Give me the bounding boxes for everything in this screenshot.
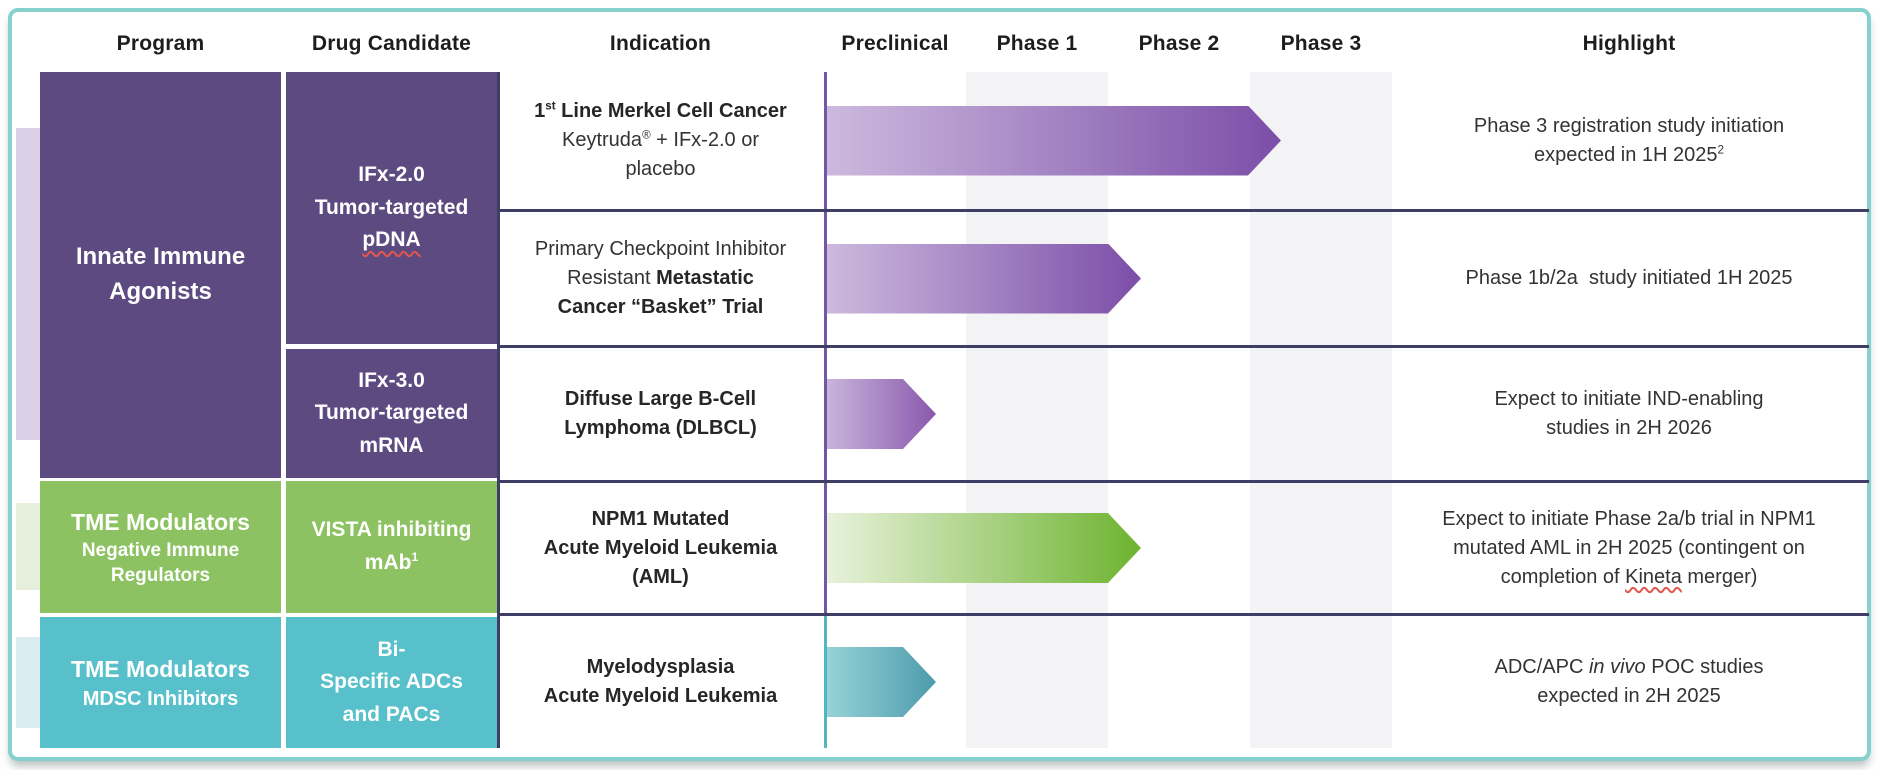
phase-arrow	[827, 647, 936, 717]
column-header-indication: Indication	[609, 32, 712, 55]
phase-arrow	[827, 106, 1281, 176]
highlight-line: ADC/APC in vivo POC studies	[1494, 656, 1764, 678]
highlight-line: expected in 2H 2025	[1537, 685, 1721, 707]
highlight-line: Expect to initiate Phase 2a/b trial in N…	[1442, 507, 1816, 530]
program-cell-tme-mdsc-inhibitors: TME Modulators MDSC Inhibitors	[40, 617, 281, 748]
drug-label: Tumor-targeted	[314, 195, 469, 219]
highlight-row1: Phase 3 registration study initiation ex…	[1392, 72, 1866, 209]
phase-track-row4	[824, 483, 1392, 613]
indication-merkel-cell: 1st Line Merkel Cell Cancer Keytruda® + …	[497, 72, 824, 209]
column-header-phase1: Phase 1	[996, 32, 1078, 55]
program-label: TME Modulators	[71, 508, 250, 535]
program-cell-innate-immune-agonists: Innate Immune Agonists	[40, 72, 281, 478]
indication-line: Lymphoma (DLBCL)	[564, 417, 757, 439]
highlight-line: Phase 3 registration study initiation	[1473, 114, 1785, 137]
column-header-highlight: Highlight	[1582, 32, 1676, 55]
column-header-drug-candidate: Drug Candidate	[311, 32, 472, 55]
indication-line: 1st Line Merkel Cell Cancer	[534, 99, 787, 122]
indication-dlbcl: Diffuse Large B-Cell Lymphoma (DLBCL)	[497, 348, 824, 480]
indication-line: Acute Myeloid Leukemia	[543, 536, 778, 559]
drug-cell-ifx-2-0: IFx-2.0 Tumor-targeted pDNA	[286, 72, 497, 344]
chart-axis-purple	[824, 72, 827, 613]
drug-label: Bi-	[377, 637, 406, 661]
indication-line: (AML)	[632, 565, 689, 588]
indication-line: Cancer “Basket” Trial	[557, 296, 764, 318]
indication-basket-trial: Primary Checkpoint Inhibitor Resistant M…	[497, 212, 824, 345]
drug-label: mRNA	[359, 433, 424, 457]
drug-cell-vista-mab: VISTA inhibiting mAb1	[286, 481, 497, 613]
indication-left-border	[497, 72, 500, 748]
highlight-line: mutated AML in 2H 2025 (contingent on	[1453, 536, 1805, 559]
program-cell-tme-negative-immune-regulators: TME Modulators Negative Immune Regulator…	[40, 481, 281, 613]
highlight-line: expected in 1H 20252	[1534, 142, 1724, 166]
phase-arrow	[827, 244, 1141, 314]
indication-line: Acute Myeloid Leukemia	[543, 685, 778, 707]
column-header-preclinical: Preclinical	[841, 32, 949, 55]
drug-label: pDNA	[362, 228, 421, 252]
chart-axis-teal	[824, 613, 827, 748]
phase-track-row3	[824, 348, 1392, 480]
highlight-row3: Expect to initiate IND-enabling studies …	[1392, 348, 1866, 480]
highlight-row5: ADC/APC in vivo POC studies expected in …	[1392, 616, 1866, 748]
column-header-phase2: Phase 2	[1138, 32, 1220, 55]
indication-line: NPM1 Mutated	[591, 507, 730, 530]
phase-arrow	[827, 513, 1141, 583]
highlight-line: studies in 2H 2026	[1546, 417, 1712, 439]
indication-line: Diffuse Large B-Cell	[564, 388, 757, 410]
indication-myelodysplasia-aml: Myelodysplasia Acute Myeloid Leukemia	[497, 616, 824, 748]
phase-track-row2	[824, 212, 1392, 345]
indication-line: placebo	[625, 158, 696, 180]
highlight-line: Phase 1b/2a study initiated 1H 2025	[1465, 267, 1793, 289]
drug-cell-bispecific-adcs-pacs: Bi- Specific ADCs and PACs	[286, 617, 497, 748]
program-label: Agonists	[109, 278, 212, 305]
program-sublabel: Regulators	[110, 564, 211, 586]
drug-label: IFx-2.0	[358, 163, 425, 187]
highlight-row2: Phase 1b/2a study initiated 1H 2025	[1392, 212, 1866, 345]
highlight-line: completion of Kineta merger)	[1500, 565, 1758, 588]
highlight-line: Expect to initiate IND-enabling	[1494, 388, 1764, 410]
row-divider	[497, 613, 1869, 616]
accent-bar-purple	[16, 128, 40, 440]
drug-cell-ifx-3-0: IFx-3.0 Tumor-targeted mRNA	[286, 349, 497, 478]
phase1-column-band	[966, 72, 1108, 748]
indication-line: Keytruda® + IFx-2.0 or	[562, 128, 759, 151]
row-divider	[497, 480, 1869, 483]
row-divider	[497, 345, 1869, 348]
column-header-phase3: Phase 3	[1280, 32, 1362, 55]
phase-arrow	[827, 379, 936, 449]
accent-bar-blue	[16, 637, 40, 728]
phase-track-row1	[824, 72, 1392, 209]
highlight-row4: Expect to initiate Phase 2a/b trial in N…	[1392, 483, 1866, 613]
accent-bar-green	[16, 503, 40, 590]
program-sublabel: Negative Immune	[81, 539, 240, 561]
indication-line: Myelodysplasia	[586, 656, 735, 678]
phase3-column-band	[1250, 72, 1392, 748]
indication-line: Resistant Metastatic	[567, 267, 754, 289]
row-divider	[497, 209, 1869, 212]
drug-label: Specific ADCs	[320, 670, 463, 694]
phase-track-row5	[824, 616, 1392, 748]
pipeline-table: Program Drug Candidate Indication Precli…	[8, 8, 1871, 761]
drug-label: and PACs	[342, 702, 441, 726]
program-label: TME Modulators	[71, 655, 250, 682]
program-label: Innate Immune	[75, 243, 246, 271]
indication-line: Primary Checkpoint Inhibitor	[534, 238, 787, 260]
drug-label: IFx-3.0	[358, 368, 425, 392]
column-header-program: Program	[116, 32, 205, 55]
indication-npm1-aml: NPM1 Mutated Acute Myeloid Leukemia (AML…	[497, 483, 824, 613]
drug-label: mAb1	[364, 550, 419, 574]
drug-label: VISTA inhibiting	[311, 518, 472, 542]
program-sublabel: MDSC Inhibitors	[82, 688, 239, 711]
drug-label: Tumor-targeted	[314, 401, 469, 425]
